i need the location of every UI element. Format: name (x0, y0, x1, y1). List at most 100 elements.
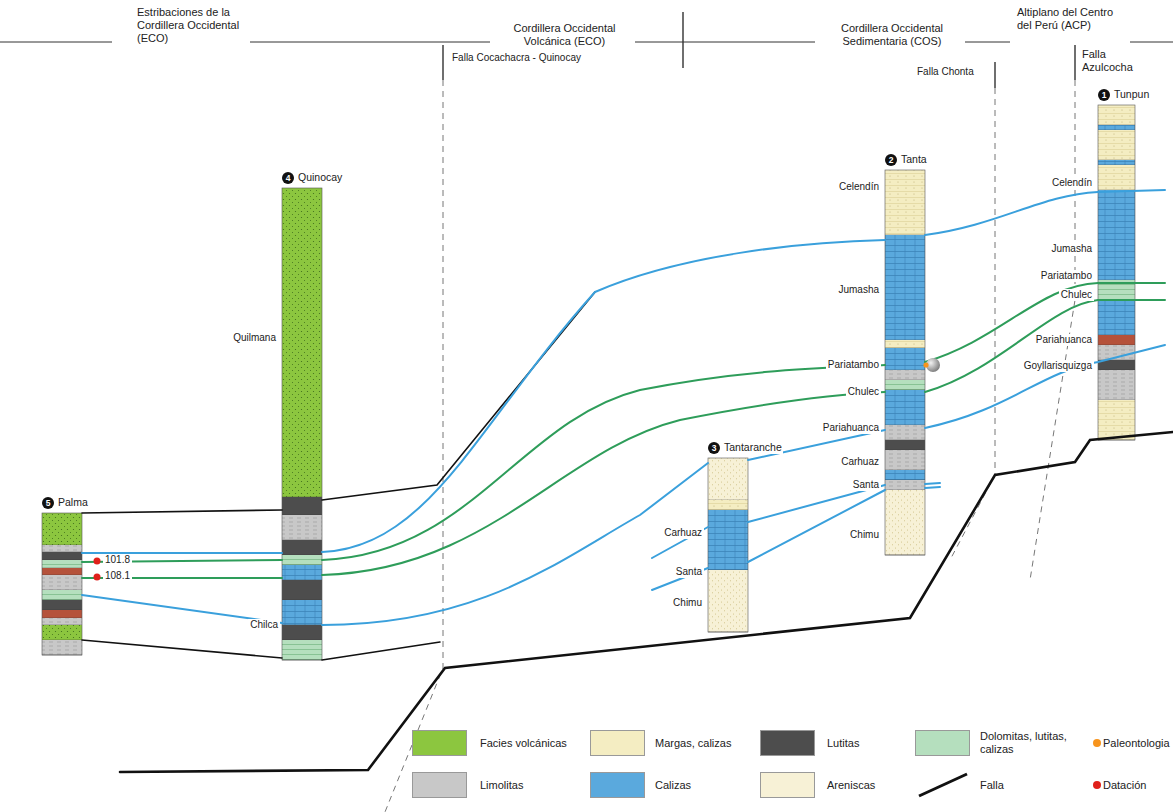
column-heading: 4Quinocay (282, 171, 343, 184)
region-label: Estribaciones de la Cordillera Occidenta… (135, 6, 251, 45)
formation-label: Jumasha (836, 284, 881, 296)
stratum-band (282, 497, 322, 515)
callout-number: 5 (42, 497, 54, 509)
column-heading: 5Palma (42, 496, 89, 509)
region-label: Altiplano del Centro del Perú (ACP) (1015, 6, 1131, 32)
stratum-band (1098, 125, 1135, 130)
stratigraphic-column: 2Tanta (885, 170, 925, 555)
stratum-band (1098, 105, 1135, 125)
legend-text: Areniscas (827, 779, 875, 792)
formation-label: Santa (851, 479, 881, 491)
age-label: 108.1 (103, 570, 132, 582)
stratum-band (885, 425, 925, 440)
stratum-band (708, 570, 748, 632)
legend-text: Datación (1103, 779, 1146, 792)
legend-swatch (590, 772, 645, 798)
column-name: Quinocay (297, 171, 343, 184)
stratigraphic-column: 1Tunpun (1098, 105, 1135, 440)
region-label: Falla Azulcocha (1080, 48, 1146, 74)
region-label: Cordillera Occidental Sedimentaria (COS) (820, 22, 964, 48)
stratum-band (282, 540, 322, 555)
column-heading: 3Tantaranche (708, 441, 783, 454)
callout-number: 1 (1098, 89, 1110, 101)
stratum-band (282, 565, 322, 580)
stratum-band (282, 515, 322, 540)
stratum-band (42, 610, 82, 618)
callout-number: 3 (708, 442, 720, 454)
legend-text: Margas, calizas (655, 737, 731, 750)
formation-label: Quilmana (231, 332, 278, 344)
stratum-band (885, 370, 925, 380)
stratum-band (42, 552, 82, 560)
legend-swatch (760, 730, 815, 756)
formation-label: Chimu (848, 529, 881, 541)
stratum-band (885, 490, 925, 555)
column-name: Tantaranche (723, 441, 783, 454)
callout-number: 4 (282, 172, 294, 184)
legend-text: Facies volcánicas (480, 737, 567, 750)
formation-label: Celendín (837, 181, 881, 193)
stratum-band (42, 560, 82, 568)
legend-dot (1093, 739, 1101, 747)
formation-label: Carhuaz (839, 456, 881, 468)
age-label: 101.8 (103, 554, 132, 566)
legend-text: Dolomitas, lutitas, calizas (980, 730, 1070, 756)
legend-swatch (760, 772, 815, 798)
stratum-band (1098, 160, 1135, 165)
stratum-band (282, 580, 322, 600)
formation-label: Pariahuanca (821, 422, 881, 434)
stratum-band (42, 625, 82, 640)
stratum-band (708, 500, 748, 510)
region-label: Cordillera Occidental Volcánica (ECO) (495, 22, 634, 48)
stratum-band (1098, 130, 1135, 160)
legend-text: Limolitas (480, 779, 523, 792)
formation-label: Chilca (248, 619, 280, 631)
formation-label: Santa (674, 566, 704, 578)
legend-swatch (412, 730, 467, 756)
formation-label: Chulec (846, 386, 881, 398)
legend-swatch (412, 772, 467, 798)
column-name: Palma (57, 496, 89, 509)
stratum-band (1098, 370, 1135, 400)
column-heading: 1Tunpun (1098, 88, 1150, 101)
stratum-band (282, 600, 322, 625)
stratum-band (885, 470, 925, 480)
stratum-band (42, 513, 82, 545)
legend-text: Lutitas (827, 737, 859, 750)
stratum-band (885, 480, 925, 490)
stratum-band (42, 575, 82, 590)
stratum-band (42, 590, 82, 600)
stratum-band (42, 640, 82, 655)
stratum-band (42, 545, 82, 552)
legend-text: Calizas (655, 779, 691, 792)
stratum-band (282, 625, 322, 640)
legend-fault-line (915, 772, 970, 798)
stratum-band (282, 555, 322, 565)
formation-label: Chulec (1059, 289, 1094, 301)
column-heading: 2Tanta (885, 153, 928, 166)
formation-label: Pariatambo (1039, 270, 1094, 282)
stratum-band (708, 510, 748, 570)
stratum-band (42, 568, 82, 575)
formation-label: Jumasha (1049, 243, 1094, 255)
formation-label: Chimu (671, 597, 704, 609)
stratum-band (42, 600, 82, 610)
callout-number: 2 (885, 154, 897, 166)
formation-label: Falla Chonta (915, 66, 976, 78)
stratum-band (1098, 335, 1135, 345)
stratum-band (885, 440, 925, 450)
legend-dot (1093, 781, 1101, 789)
formation-label: Falla Cocachacra - Quinocay (450, 52, 583, 64)
stratigraphic-column: 5Palma (42, 513, 82, 655)
stratum-band (1098, 190, 1135, 280)
stratum-band (1098, 400, 1135, 440)
formation-label: Celendín (1050, 177, 1094, 189)
formation-label: Pariahuanca (1034, 334, 1094, 346)
stratum-band (885, 380, 925, 390)
stratum-band (885, 235, 925, 340)
formation-label: Pariatambo (826, 359, 881, 371)
stratum-band (1098, 300, 1135, 335)
stratum-band (885, 348, 925, 370)
formation-label: Carhuaz (662, 527, 704, 539)
